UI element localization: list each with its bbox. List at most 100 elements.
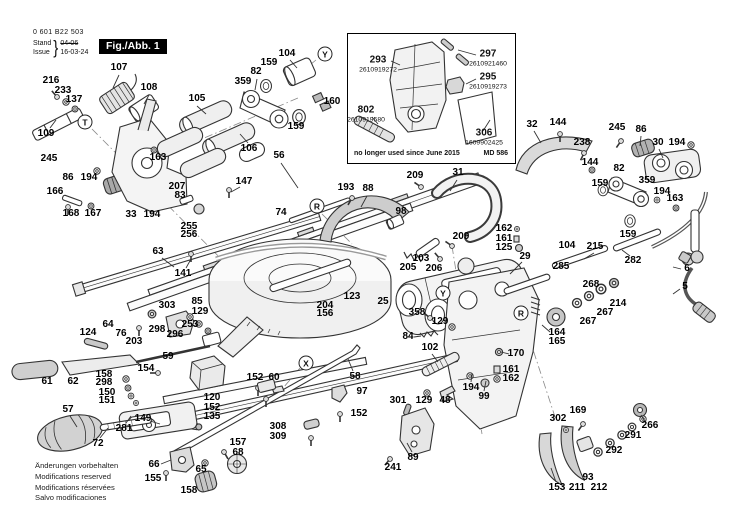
part-callout-64: 64	[102, 319, 114, 330]
part-callout-33: 33	[125, 209, 137, 220]
brace-glyph: }	[53, 37, 59, 59]
inset-part-ref: 306	[475, 127, 493, 139]
part-callout-58: 58	[349, 371, 361, 382]
part-callout-151: 151	[98, 395, 116, 406]
part-callout-268: 268	[582, 279, 600, 290]
inset-part-code: 2610919273	[469, 82, 507, 90]
revision-labels: Stand Issue	[33, 40, 51, 58]
part-callout-359: 359	[638, 175, 656, 186]
part-callout-129: 129	[415, 395, 433, 406]
part-callout-203: 203	[125, 336, 143, 347]
part-number: 0 601 B22 503	[33, 29, 84, 36]
section-marker-Y: Y	[317, 46, 333, 62]
section-marker-Y: Y	[435, 285, 451, 301]
part-callout-65: 65	[195, 464, 207, 475]
part-callout-56: 56	[273, 150, 285, 161]
part-callout-129: 129	[431, 316, 449, 327]
part-callout-282: 282	[624, 255, 642, 266]
inset-part-code: 1609902425	[465, 138, 503, 146]
part-callout-206: 206	[425, 263, 443, 274]
part-callout-48: 48	[439, 395, 451, 406]
footer-notice: Änderungen vorbehalten Modifications res…	[35, 461, 118, 504]
part-callout-302: 302	[549, 413, 567, 424]
part-callout-98: 98	[395, 206, 407, 217]
part-callout-167: 167	[84, 208, 102, 219]
part-callout-86: 86	[635, 124, 647, 135]
part-callout-169: 169	[569, 405, 587, 416]
part-callout-59: 59	[162, 351, 174, 362]
part-callout-147: 147	[235, 176, 253, 187]
part-callout-103: 103	[412, 253, 430, 264]
inset-part-ref: 297	[479, 48, 497, 60]
section-marker-T: T	[77, 114, 93, 130]
part-callout-168: 168	[62, 208, 80, 219]
part-callout-153: 153	[548, 482, 566, 493]
part-callout-141: 141	[174, 268, 192, 279]
part-callout-137: 137	[65, 94, 83, 105]
stand-value: 04-06	[60, 40, 79, 48]
part-callout-309: 309	[269, 431, 287, 442]
part-callout-292: 292	[605, 445, 623, 456]
part-callout-193: 193	[337, 182, 355, 193]
part-callout-107: 107	[110, 62, 128, 73]
part-callout-105: 105	[188, 93, 206, 104]
footer-line-de: Änderungen vorbehalten	[35, 461, 119, 470]
part-callout-253: 253	[181, 319, 199, 330]
part-callout-72: 72	[92, 438, 104, 449]
part-callout-166: 166	[46, 186, 64, 197]
part-callout-68: 68	[232, 447, 244, 458]
part-callout-216: 216	[42, 75, 60, 86]
part-callout-57: 57	[62, 404, 74, 415]
part-callout-61: 61	[41, 376, 53, 387]
footer-line-fr: Modifications réservées	[35, 482, 115, 492]
revision-values: 04-06 16-03-24	[60, 40, 88, 58]
part-callout-135: 135	[203, 411, 221, 422]
part-callout-159: 159	[591, 178, 609, 189]
part-callout-214: 214	[609, 298, 627, 309]
part-callout-84: 84	[402, 331, 414, 342]
part-callout-162: 162	[502, 373, 520, 384]
part-callout-157: 157	[229, 437, 247, 448]
part-callout-109: 109	[37, 128, 55, 139]
part-callout-161: 161	[495, 233, 513, 244]
part-callout-163: 163	[666, 193, 684, 204]
part-callout-267: 267	[596, 307, 614, 318]
part-callout-298: 298	[95, 377, 113, 388]
part-callout-212: 212	[590, 482, 608, 493]
inset-note: no longer used since June 2015 MD 586	[354, 150, 508, 157]
part-callout-241: 241	[384, 462, 402, 473]
inset-part-ref: 293	[369, 54, 387, 66]
part-callout-205: 205	[399, 262, 417, 273]
part-callout-82: 82	[613, 163, 625, 174]
figure-label: Fig./Abb. 1	[99, 39, 167, 54]
part-callout-149: 149	[134, 413, 152, 424]
part-callout-6: 6	[684, 263, 690, 274]
inset-part-code: 2610919272	[359, 65, 397, 73]
part-callout-154: 154	[137, 363, 155, 374]
part-callout-155: 155	[144, 473, 162, 484]
part-callout-194: 194	[80, 172, 98, 183]
part-callout-97: 97	[356, 386, 368, 397]
part-callout-60: 60	[268, 372, 280, 383]
part-callout-124: 124	[79, 327, 97, 338]
part-callout-125: 125	[495, 242, 513, 253]
part-callout-161: 161	[502, 364, 520, 375]
part-callout-144: 144	[581, 157, 599, 168]
part-callout-301: 301	[389, 395, 407, 406]
part-callout-152: 152	[203, 402, 221, 413]
stand-label: Stand	[33, 40, 52, 48]
part-callout-256: 256	[180, 229, 198, 240]
part-callout-144: 144	[549, 117, 567, 128]
part-callout-99: 99	[478, 391, 490, 402]
part-callout-162: 162	[495, 223, 513, 234]
part-callout-285: 285	[552, 261, 570, 272]
inset-part-ref: 802	[357, 104, 375, 116]
part-callout-160: 160	[323, 96, 341, 107]
